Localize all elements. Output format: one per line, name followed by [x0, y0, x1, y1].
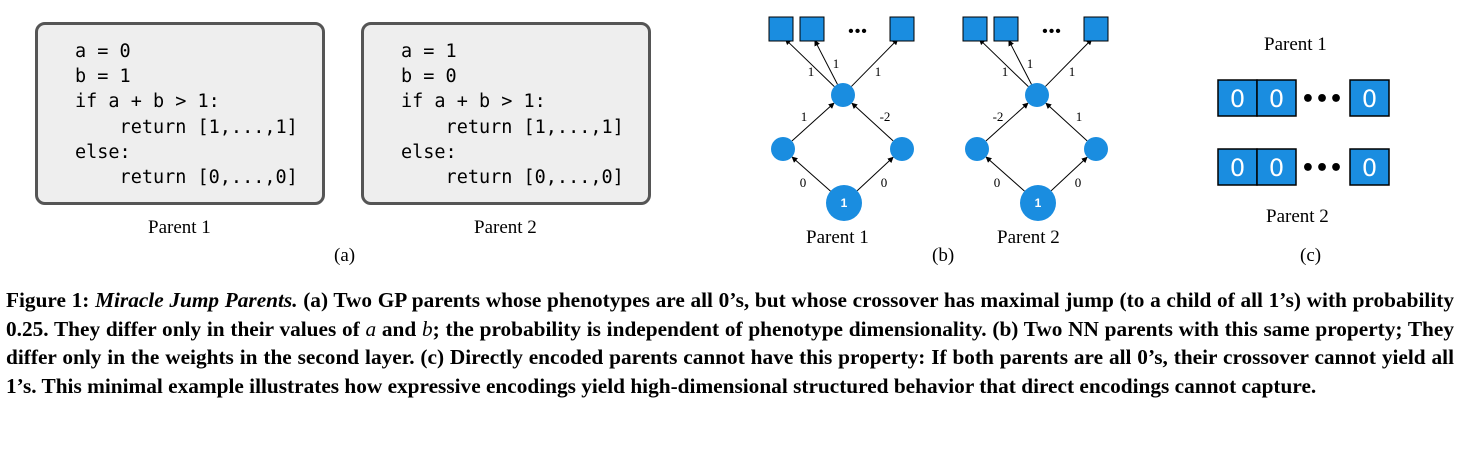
parent2-code-box: a = 1 b = 0 if a + b > 1: return [1,...,…: [361, 22, 651, 205]
weight-label: -2: [993, 109, 1004, 124]
hidden-node-left: [965, 137, 989, 161]
weight-label: -2: [880, 109, 891, 124]
edge-input-to-right: [856, 156, 894, 192]
edge-input-to-left: [791, 156, 831, 192]
caption-title: Miracle Jump Parents.: [95, 288, 298, 312]
edge-left-to-top: [985, 102, 1029, 142]
edge-top-to-output-3: [851, 38, 899, 87]
edge-top-to-output-2: [814, 39, 838, 85]
parent2-code: a = 1 b = 0 if a + b > 1: return [1,...,…: [401, 41, 624, 189]
vector-cell: [1217, 148, 1258, 186]
caption-var-b: b: [421, 316, 433, 341]
weight-label: 1: [1002, 64, 1009, 79]
network-parent-1: 1 ••• 0 0 1 -2 1 1 1: [768, 16, 915, 221]
panel-a-sublabel: (a): [334, 245, 356, 266]
vector-cell: [1256, 148, 1297, 186]
vector-cell-value: 0: [1230, 154, 1245, 182]
vector-cell-value: 0: [1269, 154, 1284, 182]
panel-a-parent2-label: Parent 2: [474, 217, 537, 238]
panel-b-parent1-label: Parent 1: [806, 227, 869, 248]
panel-b-parent2-label: Parent 2: [997, 227, 1060, 248]
output-node-2: [993, 16, 1019, 42]
weight-label: 1: [1027, 56, 1034, 71]
vector-cell-value: 0: [1230, 85, 1245, 113]
output-node-1: [768, 16, 794, 42]
network-parent-2: 1 ••• 0 0 -2 1 1 1 1: [962, 16, 1109, 221]
parent1-code: a = 0 b = 1 if a + b > 1: return [1,...,…: [75, 41, 298, 189]
neural-network-diagrams: 1 ••• 0 0 1 -2 1 1 1 1 ••• 0 0 -2 1 1 1 1: [768, 16, 1109, 221]
panel-c-parent1-label: Parent 1: [1264, 34, 1327, 55]
vector-cell: [1349, 79, 1390, 117]
edge-top-to-output-1: [784, 38, 835, 88]
panel-c-parent2-label: Parent 2: [1266, 206, 1329, 227]
output-node-3: [1083, 16, 1109, 42]
weight-label: 1: [833, 56, 840, 71]
hidden-node-right: [890, 137, 914, 161]
caption-var-a: a: [365, 316, 377, 341]
vector-cell: [1256, 79, 1297, 117]
weight-label: 0: [881, 175, 888, 190]
weight-label: 0: [1075, 175, 1082, 190]
input-node-label: 1: [841, 196, 848, 210]
weight-label: 0: [994, 175, 1001, 190]
weight-label: 0: [800, 175, 807, 190]
edge-input-to-left: [985, 156, 1025, 192]
vector-cell-value: 0: [1362, 85, 1377, 113]
figure-label: Figure 1:: [6, 288, 90, 312]
output-node-3: [889, 16, 915, 42]
output-ellipsis: •••: [1042, 23, 1062, 40]
vector-cell-value: 0: [1269, 85, 1284, 113]
panel-c-sublabel: (c): [1300, 245, 1322, 266]
weight-label: 1: [801, 109, 808, 124]
vector-ellipsis: •••: [1301, 87, 1343, 112]
weight-label: 1: [1076, 109, 1083, 124]
input-node-label: 1: [1035, 196, 1042, 210]
output-node-1: [962, 16, 988, 42]
input-node: [1020, 185, 1056, 221]
vector-ellipsis: •••: [1301, 156, 1343, 181]
edge-right-to-top: [851, 102, 894, 142]
vector-cell: [1349, 148, 1390, 186]
edge-input-to-right: [1050, 156, 1088, 192]
parent1-code-box: a = 0 b = 1 if a + b > 1: return [1,...,…: [35, 22, 325, 205]
caption-text-3: ; the probability is independent of phen…: [6, 316, 1454, 399]
edge-right-to-top: [1045, 102, 1088, 142]
figure-caption: Figure 1: Miracle Jump Parents. (a) Two …: [6, 286, 1454, 401]
edge-left-to-top: [791, 102, 835, 142]
hidden-node-top: [1025, 83, 1049, 107]
input-node: [826, 185, 862, 221]
edge-top-to-output-1: [978, 38, 1029, 88]
output-ellipsis: •••: [848, 23, 868, 40]
panel-b-sublabel: (b): [932, 245, 955, 266]
hidden-node-right: [1084, 137, 1108, 161]
edge-top-to-output-3: [1045, 38, 1093, 87]
panel-a-parent1-label: Parent 1: [148, 217, 211, 238]
weight-label: 1: [875, 64, 882, 79]
edge-top-to-output-2: [1008, 39, 1032, 85]
hidden-node-top: [831, 83, 855, 107]
hidden-node-left: [771, 137, 795, 161]
caption-text-1: (a) Two GP parents whose phenotypes are …: [6, 288, 1454, 341]
caption-text-2: and: [376, 316, 422, 341]
weight-label: 1: [808, 64, 815, 79]
output-node-2: [799, 16, 825, 42]
vector-cell-value: 0: [1362, 154, 1377, 182]
weight-label: 1: [1069, 64, 1076, 79]
